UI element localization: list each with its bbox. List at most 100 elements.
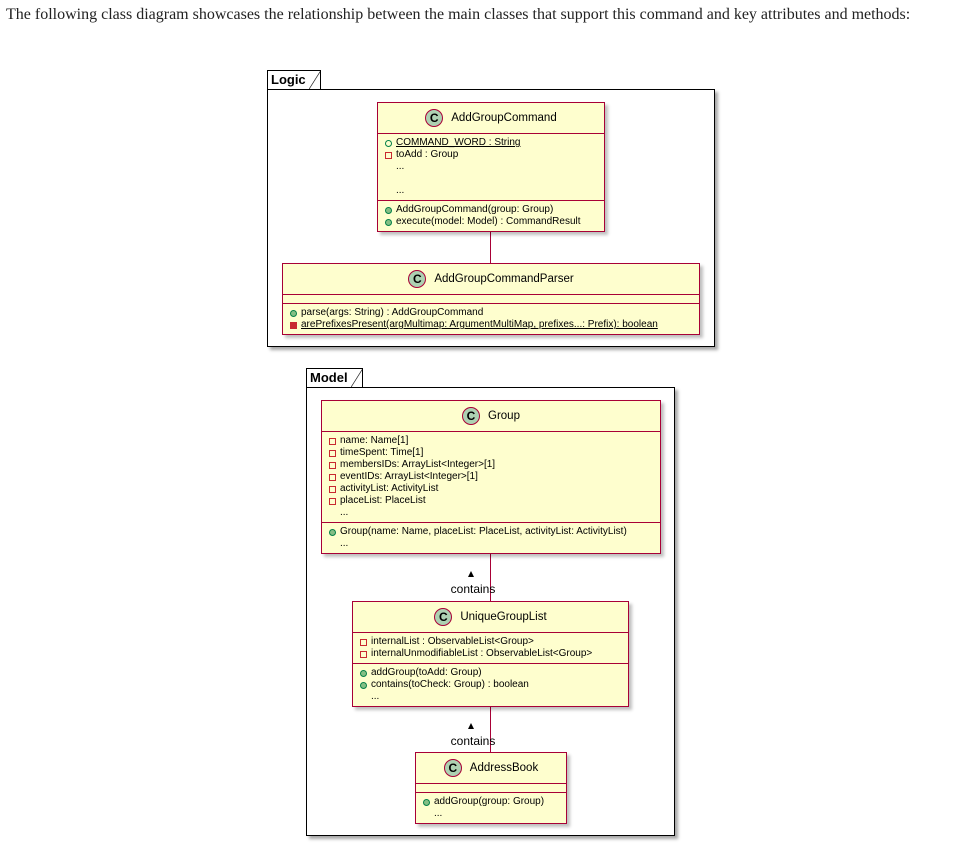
association-line-command-parser bbox=[490, 230, 491, 263]
attribute-text: toAdd : Group bbox=[396, 149, 459, 160]
private-visibility-icon bbox=[360, 638, 367, 646]
method-row: ... bbox=[423, 808, 559, 820]
attribute-text: timeSpent: Time[1] bbox=[340, 447, 424, 458]
class-name: AddressBook bbox=[469, 762, 539, 774]
attribute-row: name: Name[1] bbox=[329, 435, 653, 447]
public-visibility-icon bbox=[360, 669, 367, 677]
private-visibility-icon bbox=[329, 461, 336, 469]
public-visibility-icon bbox=[329, 528, 336, 536]
method-row: ... bbox=[360, 691, 621, 703]
attribute-row: ... bbox=[385, 161, 597, 173]
class-address-book[interactable]: C AddressBook addGroup(group: Group)... bbox=[415, 752, 567, 824]
method-row: AddGroupCommand(group: Group) bbox=[385, 204, 597, 216]
attribute-text: name: Name[1] bbox=[340, 435, 409, 446]
method-row: addGroup(toAdd: Group) bbox=[360, 667, 621, 679]
association-line-group-list bbox=[490, 552, 491, 601]
class-stereotype-icon: C bbox=[425, 109, 444, 127]
method-text: addGroup(group: Group) bbox=[434, 796, 545, 807]
public-visibility-icon bbox=[385, 206, 392, 214]
method-row: addGroup(group: Group) bbox=[423, 796, 559, 808]
class-name: AddGroupCommandParser bbox=[434, 273, 574, 285]
package-tab-model: Model bbox=[306, 368, 363, 387]
public-visibility-icon bbox=[290, 309, 297, 317]
association-line-list-book bbox=[490, 704, 491, 752]
attribute-text: internalList : ObservableList<Group> bbox=[371, 636, 534, 647]
attribute-row: COMMAND_WORD : String bbox=[385, 137, 597, 149]
method-row: Group(name: Name, placeList: PlaceList, … bbox=[329, 526, 653, 538]
attribute-text: ... bbox=[396, 185, 405, 196]
private-visibility-icon bbox=[329, 449, 336, 457]
attribute-row: membersIDs: ArrayList<Integer>[1] bbox=[329, 459, 653, 471]
class-header: C Group bbox=[322, 401, 660, 431]
public-visibility-icon bbox=[385, 218, 392, 226]
attribute-row: eventIDs: ArrayList<Integer>[1] bbox=[329, 471, 653, 483]
class-header: C UniqueGroupList bbox=[353, 602, 628, 632]
association-label-group-list: contains bbox=[450, 582, 496, 596]
method-text: ... bbox=[340, 538, 349, 549]
class-stereotype-icon: C bbox=[462, 407, 481, 425]
class-name: AddGroupCommand bbox=[451, 112, 557, 124]
method-text: execute(model: Model) : CommandResult bbox=[396, 216, 581, 227]
method-row: parse(args: String) : AddGroupCommand bbox=[290, 307, 692, 319]
attribute-text: activityList: ActivityList bbox=[340, 483, 439, 494]
class-group[interactable]: C Group name: Name[1]timeSpent: Time[1]mem… bbox=[321, 400, 661, 554]
method-text: arePrefixesPresent(argMultimap: Argument… bbox=[301, 319, 658, 330]
class-stereotype-icon: C bbox=[443, 759, 462, 777]
attribute-text: ... bbox=[396, 161, 405, 172]
attribute-row bbox=[385, 173, 597, 185]
class-unique-group-list[interactable]: C UniqueGroupList internalList : Observabl… bbox=[352, 601, 629, 707]
attribute-row: placeList: PlaceList bbox=[329, 495, 653, 507]
attribute-text: ... bbox=[340, 507, 349, 518]
class-name: UniqueGroupList bbox=[460, 611, 547, 623]
attribute-row: toAdd : Group bbox=[385, 149, 597, 161]
public-visibility-icon bbox=[385, 139, 392, 147]
attribute-text: membersIDs: ArrayList<Integer>[1] bbox=[340, 459, 496, 470]
association-label-list-book: contains bbox=[450, 734, 496, 748]
attribute-row: internalUnmodifiableList : ObservableLis… bbox=[360, 648, 621, 660]
private-visibility-icon bbox=[329, 497, 336, 505]
class-attributes: internalList : ObservableList<Group>inte… bbox=[353, 632, 628, 663]
private-visibility-icon bbox=[329, 485, 336, 493]
attribute-row: ... bbox=[385, 185, 597, 197]
class-header: C AddGroupCommand bbox=[378, 103, 604, 133]
method-text: ... bbox=[434, 808, 443, 819]
attribute-text: COMMAND_WORD : String bbox=[396, 137, 521, 148]
private-visibility-icon bbox=[290, 321, 297, 329]
attribute-row: timeSpent: Time[1] bbox=[329, 447, 653, 459]
attribute-text: placeList: PlaceList bbox=[340, 495, 426, 506]
private-visibility-icon bbox=[329, 437, 336, 445]
attribute-row: ... bbox=[329, 507, 653, 519]
class-attributes bbox=[283, 294, 699, 303]
method-row: arePrefixesPresent(argMultimap: Argument… bbox=[290, 319, 692, 331]
attribute-text: internalUnmodifiableList : ObservableLis… bbox=[371, 648, 593, 659]
class-methods: addGroup(group: Group)... bbox=[416, 792, 566, 823]
method-text: Group(name: Name, placeList: PlaceList, … bbox=[340, 526, 627, 537]
private-visibility-icon bbox=[385, 151, 392, 159]
method-row: contains(toCheck: Group) : boolean bbox=[360, 679, 621, 691]
class-attributes: name: Name[1]timeSpent: Time[1]membersID… bbox=[322, 431, 660, 522]
direction-arrow-icon bbox=[468, 571, 474, 577]
class-attributes bbox=[416, 783, 566, 792]
direction-arrow-icon bbox=[468, 723, 474, 729]
attribute-row: activityList: ActivityList bbox=[329, 483, 653, 495]
method-text: contains(toCheck: Group) : boolean bbox=[371, 679, 529, 690]
attribute-row: internalList : ObservableList<Group> bbox=[360, 636, 621, 648]
private-visibility-icon bbox=[360, 650, 367, 658]
class-name: Group bbox=[488, 410, 520, 422]
private-visibility-icon bbox=[329, 473, 336, 481]
public-visibility-icon bbox=[360, 681, 367, 689]
class-stereotype-icon: C bbox=[434, 608, 453, 626]
method-text: addGroup(toAdd: Group) bbox=[371, 667, 482, 678]
method-row: ... bbox=[329, 538, 653, 550]
class-header: C AddressBook bbox=[416, 753, 566, 783]
intro-text: The following class diagram showcases th… bbox=[6, 6, 911, 23]
method-row: execute(model: Model) : CommandResult bbox=[385, 216, 597, 228]
method-text: parse(args: String) : AddGroupCommand bbox=[301, 307, 484, 318]
method-text: AddGroupCommand(group: Group) bbox=[396, 204, 554, 215]
class-methods: addGroup(toAdd: Group)contains(toCheck: … bbox=[353, 663, 628, 706]
